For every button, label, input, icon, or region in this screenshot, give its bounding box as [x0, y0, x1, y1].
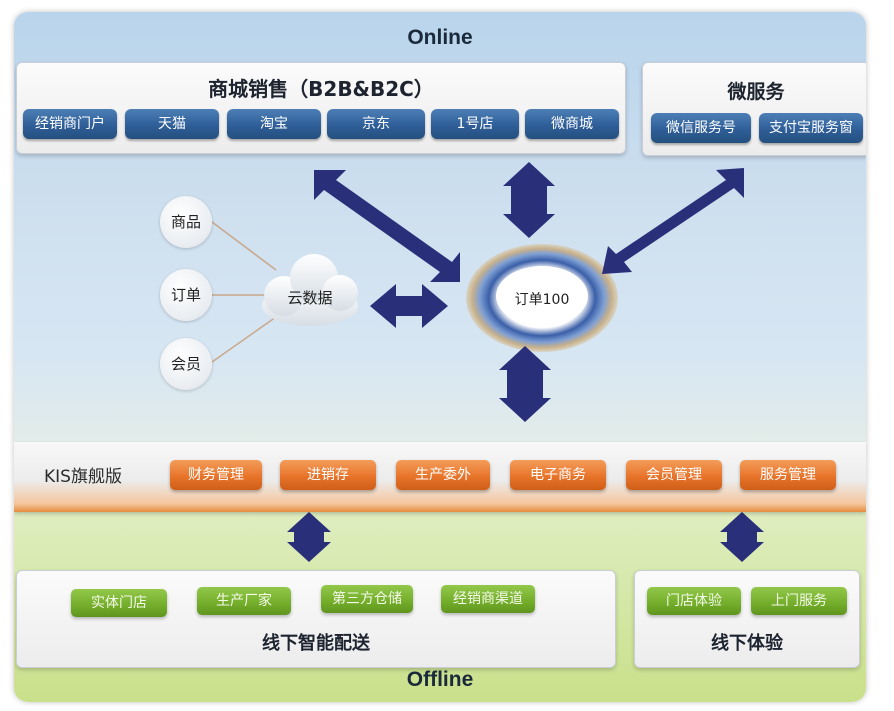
experience-title: 线下体验	[711, 633, 783, 654]
experience-panel: 门店体验 上门服务 线下体验	[634, 570, 860, 668]
hub-core	[496, 266, 588, 326]
delivery-3pl[interactable]: 第三方仓储	[321, 585, 413, 613]
channel-dealer-portal[interactable]: 经销商门户	[23, 109, 117, 139]
offline-label: Offline	[406, 668, 474, 691]
arrow-mall-hub	[314, 170, 460, 282]
cloud-shape	[262, 254, 358, 326]
kis-label: KIS旗舰版	[44, 467, 122, 487]
delivery-manufacturer[interactable]: 生产厂家	[197, 587, 291, 615]
experience-store[interactable]: 门店体验	[647, 587, 741, 615]
micro-services-title: 微服务	[727, 81, 785, 103]
channel-tmall[interactable]: 天猫	[125, 109, 219, 139]
source-product: 商品	[160, 196, 212, 248]
mall-sales-panel: 商城销售（B2B&B2C） 经销商门户 天猫 淘宝 京东 1号店 微商城	[16, 62, 626, 154]
delivery-store[interactable]: 实体门店	[71, 589, 167, 617]
module-inventory[interactable]: 进销存	[280, 460, 376, 490]
mall-sales-title: 商城销售（B2B&B2C）	[208, 77, 434, 101]
channel-wechat-service[interactable]: 微信服务号	[651, 113, 751, 143]
architecture-board: Online 商城销售（B2B&B2C） 经销商门户 天猫 淘宝 京东 1号店 …	[14, 12, 866, 702]
delivery-title: 线下智能配送	[262, 633, 370, 654]
arrow-hub-kis	[499, 346, 551, 422]
kis-flagship-bar: KIS旗舰版 财务管理 进销存 生产委外 电子商务 会员管理 服务管理	[14, 442, 866, 512]
order100-hub-label[interactable]: 订单100	[514, 292, 570, 308]
arrow-cloud-hub	[370, 284, 448, 328]
experience-onsite[interactable]: 上门服务	[751, 587, 847, 615]
channel-yhd[interactable]: 1号店	[431, 109, 519, 139]
arrow-kis-delivery	[287, 512, 331, 562]
source-order: 订单	[160, 269, 212, 321]
module-service-mgmt[interactable]: 服务管理	[740, 460, 836, 490]
channel-taobao[interactable]: 淘宝	[227, 109, 321, 139]
channel-wechat-mall[interactable]: 微商城	[525, 109, 619, 139]
module-member-mgmt[interactable]: 会员管理	[626, 460, 722, 490]
module-outsourcing[interactable]: 生产委外	[396, 460, 490, 490]
arrow-top-hub	[503, 162, 555, 238]
arrow-kis-experience	[720, 512, 764, 562]
module-finance[interactable]: 财务管理	[170, 460, 262, 490]
micro-services-panel: 微服务 微信服务号 支付宝服务窗	[642, 62, 866, 156]
link-product-cloud	[211, 221, 277, 271]
delivery-dealer-channel[interactable]: 经销商渠道	[441, 585, 535, 613]
channel-alipay-service[interactable]: 支付宝服务窗	[759, 113, 863, 143]
arrow-micro-hub	[602, 168, 744, 274]
delivery-panel: 实体门店 生产厂家 第三方仓储 经销商渠道 线下智能配送	[16, 570, 616, 668]
online-label: Online	[407, 26, 473, 49]
source-member: 会员	[160, 338, 212, 390]
module-ecommerce[interactable]: 电子商务	[510, 460, 606, 490]
cloud-data-label: 云数据	[287, 289, 333, 307]
channel-jd[interactable]: 京东	[327, 109, 425, 139]
link-member-cloud	[211, 316, 277, 363]
diagram-connectors	[211, 162, 764, 562]
